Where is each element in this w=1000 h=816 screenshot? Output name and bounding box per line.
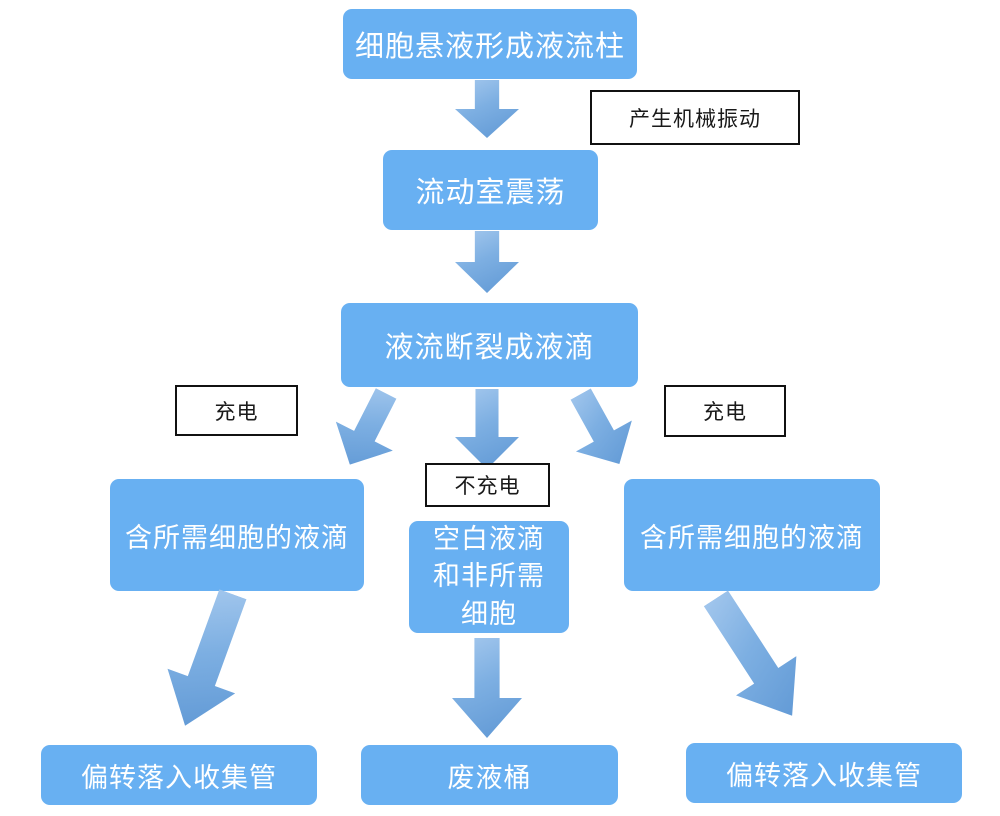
arrow-down-icon	[455, 389, 519, 469]
flowchart-node-blank-droplets: 空白液滴 和非所需 细胞	[409, 521, 569, 633]
arrow-down-right-icon	[686, 579, 823, 736]
arrow-down-right-icon	[553, 379, 648, 480]
annotation-charge-right: 充电	[664, 385, 786, 437]
flowchart-node-collection-tube-left: 偏转落入收集管	[41, 745, 317, 805]
flowchart-node-desired-cells-left: 含所需细胞的液滴	[110, 479, 364, 591]
arrow-down-icon	[455, 80, 519, 138]
arrow-down-icon	[455, 231, 519, 293]
annotation-no-charge: 不充电	[425, 463, 550, 507]
arrow-down-left-icon	[321, 379, 414, 479]
flowchart-node-waste-container: 废液桶	[361, 745, 618, 805]
flowchart-node-step3: 液流断裂成液滴	[341, 303, 638, 387]
flowchart-node-step1: 细胞悬液形成液流柱	[343, 9, 637, 79]
arrow-down-icon	[452, 638, 522, 738]
flowchart-node-desired-cells-right: 含所需细胞的液滴	[624, 479, 880, 591]
flowchart-node-step2: 流动室震荡	[383, 150, 598, 230]
annotation-mechanical-vibration: 产生机械振动	[590, 90, 800, 145]
arrow-down-left-icon	[151, 582, 267, 738]
flowchart-node-collection-tube-right: 偏转落入收集管	[686, 743, 962, 803]
annotation-charge-left: 充电	[175, 385, 298, 436]
